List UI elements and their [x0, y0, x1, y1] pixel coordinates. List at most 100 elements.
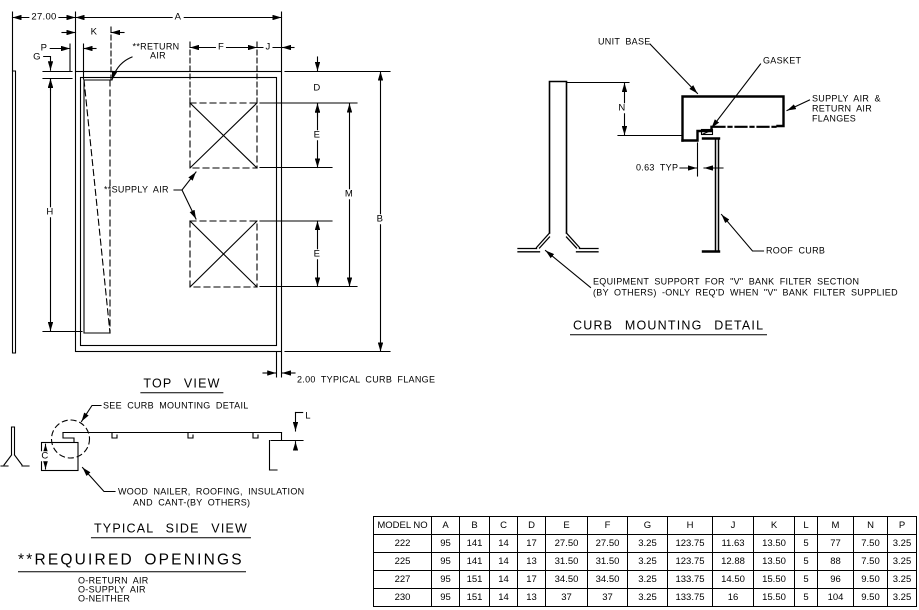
- dim-n: N: [616, 102, 628, 114]
- dim-j: J: [263, 41, 273, 53]
- dim-l: L: [303, 410, 313, 422]
- dim-cell: 14: [489, 588, 518, 607]
- dim-cell: 9.50: [853, 570, 888, 589]
- dim-cell: 13: [517, 552, 546, 571]
- column-header: C: [489, 516, 518, 535]
- column-header: N: [853, 516, 888, 535]
- label-return-air-2: AIR: [150, 50, 166, 61]
- dim-cell: 31.50: [545, 552, 588, 571]
- dim-cell: 14: [489, 570, 518, 589]
- dim-cell: 3.25: [627, 552, 668, 571]
- dim-d: D: [311, 82, 323, 94]
- column-header: D: [517, 516, 546, 535]
- dim-cell: 95: [431, 588, 460, 607]
- dim-cell: 17: [517, 570, 546, 589]
- title-required-openings: **REQUIRED OPENINGS: [18, 552, 246, 572]
- dim-p: P: [38, 42, 50, 54]
- label-flanges-1: SUPPLY AIR &: [812, 93, 881, 104]
- dim-e2: E: [311, 248, 323, 260]
- dim-cell: 133.75: [667, 570, 713, 589]
- model-no-cell: 227: [373, 570, 432, 589]
- dim-cell: 14.50: [712, 570, 754, 589]
- column-header: P: [887, 516, 917, 535]
- dim-cell: 5: [794, 570, 818, 589]
- column-header: M: [817, 516, 854, 535]
- dim-cell: 37: [545, 588, 588, 607]
- label-roof-curb: ROOF CURB: [766, 245, 826, 256]
- dim-cell: 3.25: [627, 588, 668, 607]
- dim-cell: 37: [587, 588, 628, 607]
- dim-27: 27.00: [29, 11, 59, 23]
- dim-cell: 141: [459, 534, 490, 553]
- label-flanges-3: FLANGES: [812, 113, 857, 124]
- dim-cell: 133.75: [667, 588, 713, 607]
- dim-cell: 13.50: [753, 552, 795, 571]
- title-top-view: TOP VIEW: [140, 377, 224, 393]
- dim-cell: 7.50: [853, 552, 888, 571]
- side-view-drawing: [0, 404, 304, 493]
- dim-cell: 3.25: [887, 552, 917, 571]
- dim-cell: 34.50: [545, 570, 588, 589]
- column-header: G: [627, 516, 668, 535]
- title-curb-detail: CURB MOUNTING DETAIL: [570, 319, 768, 335]
- dim-cell: 14: [489, 534, 518, 553]
- title-side-view: TYPICAL SIDE VIEW: [90, 522, 252, 538]
- dim-cell: 141: [459, 552, 490, 571]
- dim-cell: 16: [712, 588, 754, 607]
- dim-g: G: [31, 51, 43, 63]
- dim-cell: 7.50: [853, 534, 888, 553]
- dim-cell: 96: [817, 570, 854, 589]
- dim-cell: 3.25: [887, 588, 917, 607]
- dim-cell: 151: [459, 588, 490, 607]
- dim-cell: 27.50: [545, 534, 588, 553]
- column-header: L: [794, 516, 818, 535]
- dim-cell: 9.50: [853, 588, 888, 607]
- label-063-typ: 0.63 TYP: [636, 162, 679, 173]
- label-supply-air: **SUPPLY AIR: [104, 184, 169, 195]
- label-return-air-1: **RETURN: [132, 41, 180, 52]
- dim-cell: 5: [794, 588, 818, 607]
- column-header: A: [431, 516, 460, 535]
- column-header: K: [753, 516, 795, 535]
- curb-mounting-detail-drawing: [517, 43, 811, 289]
- label-see-curb-detail: SEE CURB MOUNTING DETAIL: [103, 400, 249, 411]
- top-view-drawing: [11, 11, 391, 378]
- dim-cell: 123.75: [667, 552, 713, 571]
- dim-cell: 27.50: [587, 534, 628, 553]
- dim-cell: 15.50: [753, 588, 795, 607]
- dim-k: K: [88, 26, 100, 38]
- dim-cell: 13.50: [753, 534, 795, 553]
- dim-e1: E: [311, 129, 323, 141]
- column-header: E: [545, 516, 588, 535]
- column-header: MODEL NO: [373, 516, 432, 535]
- column-header: J: [712, 516, 754, 535]
- model-no-cell: 225: [373, 552, 432, 571]
- dim-cell: 95: [431, 534, 460, 553]
- dim-f: F: [215, 41, 227, 53]
- dim-cell: 5: [794, 552, 818, 571]
- opening-return-air: O-RETURN AIR: [78, 575, 149, 586]
- label-curb-flange: 2.00 TYPICAL CURB FLANGE: [297, 374, 436, 385]
- dim-a: A: [172, 11, 184, 23]
- dim-cell: 3.25: [887, 570, 917, 589]
- model-no-cell: 230: [373, 588, 432, 607]
- dim-cell: 151: [459, 570, 490, 589]
- dim-b: B: [374, 213, 386, 225]
- dim-cell: 5: [794, 534, 818, 553]
- label-equip-support-2: (BY OTHERS) -ONLY REQ'D WHEN "V" BANK FI…: [593, 287, 898, 298]
- column-header: H: [667, 516, 713, 535]
- dim-cell: 17: [517, 534, 546, 553]
- label-gasket: GASKET: [763, 55, 802, 66]
- dim-cell: 95: [431, 552, 460, 571]
- dim-cell: 3.25: [627, 534, 668, 553]
- column-header: B: [459, 516, 490, 535]
- label-equip-support-1: EQUIPMENT SUPPORT FOR "V" BANK FILTER SE…: [593, 276, 860, 287]
- dim-cell: 31.50: [587, 552, 628, 571]
- opening-supply-air: O-SUPPLY AIR: [78, 584, 146, 595]
